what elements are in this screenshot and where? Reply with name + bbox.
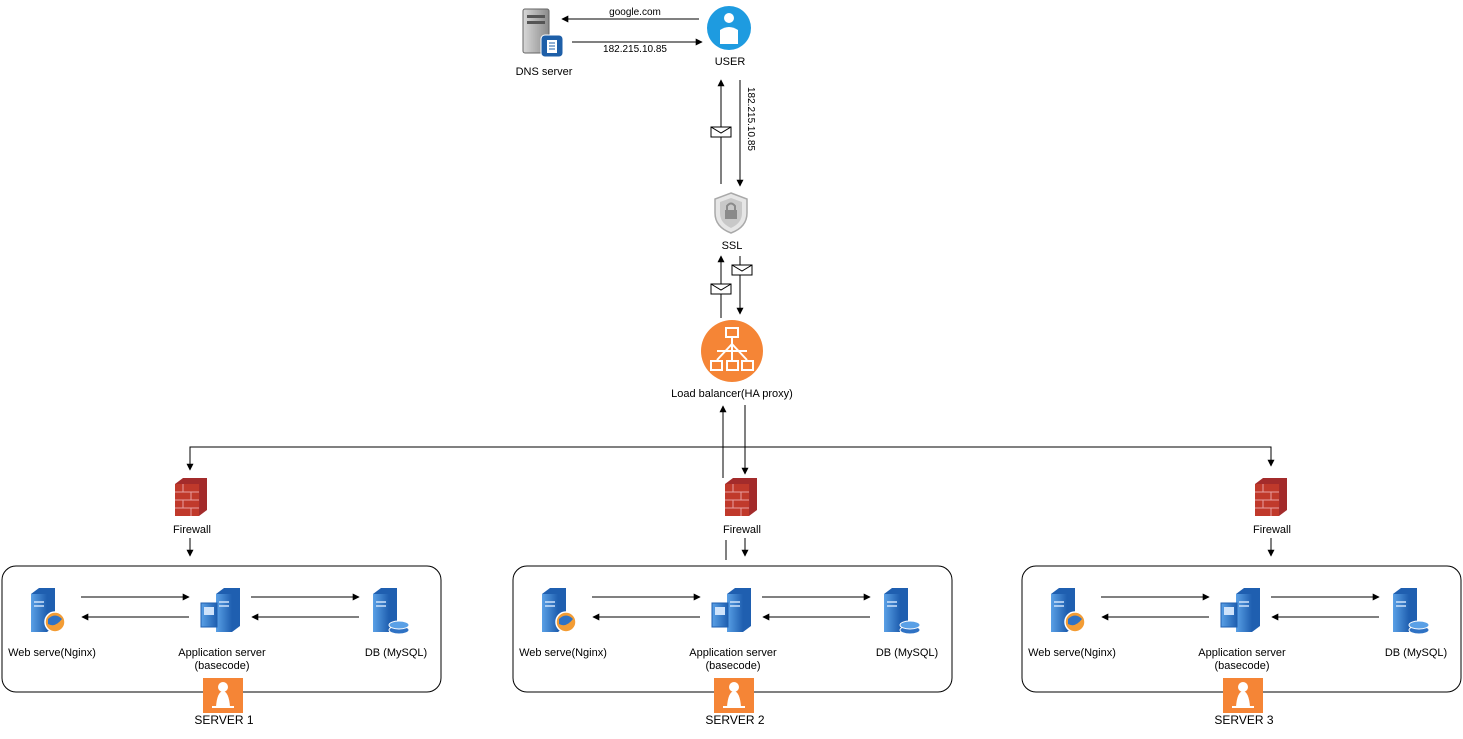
load-balancer-icon[interactable] — [701, 320, 763, 382]
server-group — [1021, 565, 1462, 713]
linux-tux-icon — [714, 678, 754, 713]
lb-to-server3-line — [745, 446, 1275, 467]
app-server-label: Application server — [689, 647, 777, 659]
web-server-icon[interactable] — [542, 588, 577, 633]
envelope-icon — [710, 283, 732, 295]
db-label: DB (MySQL) — [1384, 647, 1448, 659]
envelope-icon — [710, 126, 732, 138]
app-server-icon[interactable] — [200, 588, 240, 632]
web-server-label: Web serve(Nginx) — [519, 647, 607, 659]
envelope-icon — [731, 264, 753, 276]
app-server-sublabel: (basecode) — [705, 660, 761, 672]
firewall-icon[interactable] — [175, 478, 207, 516]
firewall-label: Firewall — [723, 524, 761, 536]
linux-tux-icon — [1223, 678, 1263, 713]
dns-query-label: google.com — [609, 7, 661, 18]
app-server-icon[interactable] — [1220, 588, 1260, 632]
web-server-icon[interactable] — [31, 588, 66, 633]
user-icon[interactable] — [707, 6, 751, 50]
user-ip-label: 182.215.10.85 — [745, 87, 756, 151]
app-server-label: Application server — [178, 647, 266, 659]
server-name-label: SERVER 1 — [194, 713, 254, 727]
firewall-label: Firewall — [1253, 524, 1291, 536]
ssl-shield-icon[interactable] — [714, 192, 748, 234]
app-server-label: Application server — [1198, 647, 1286, 659]
app-server-icon[interactable] — [711, 588, 751, 632]
app-server-sublabel: (basecode) — [1214, 660, 1270, 672]
web-server-icon[interactable] — [1051, 588, 1086, 633]
dns-server-icon[interactable] — [522, 8, 564, 58]
app-server-sublabel: (basecode) — [194, 660, 250, 672]
dns-server-label: DNS server — [515, 66, 573, 78]
load-balancer-label: Load balancer(HA proxy) — [671, 388, 793, 400]
firewall-icon[interactable] — [1255, 478, 1287, 516]
web-server-label: Web serve(Nginx) — [1028, 647, 1116, 659]
firewall-icon[interactable] — [725, 478, 757, 516]
db-label: DB (MySQL) — [875, 647, 939, 659]
server-group — [512, 565, 953, 713]
ssl-label: SSL — [721, 240, 743, 252]
server-name-label: SERVER 2 — [705, 713, 765, 727]
server-name-label: SERVER 3 — [1214, 713, 1274, 727]
db-label: DB (MySQL) — [364, 647, 428, 659]
linux-tux-icon — [203, 678, 243, 713]
database-server-icon[interactable] — [1393, 588, 1430, 635]
database-server-icon[interactable] — [884, 588, 921, 635]
database-server-icon[interactable] — [373, 588, 410, 635]
lb-to-server1-line — [186, 446, 745, 471]
dns-reply-label: 182.215.10.85 — [603, 44, 667, 55]
server-group — [1, 565, 442, 713]
user-label: USER — [714, 56, 746, 68]
firewall-label: Firewall — [173, 524, 211, 536]
web-server-label: Web serve(Nginx) — [8, 647, 96, 659]
server-groups — [1, 565, 1462, 713]
